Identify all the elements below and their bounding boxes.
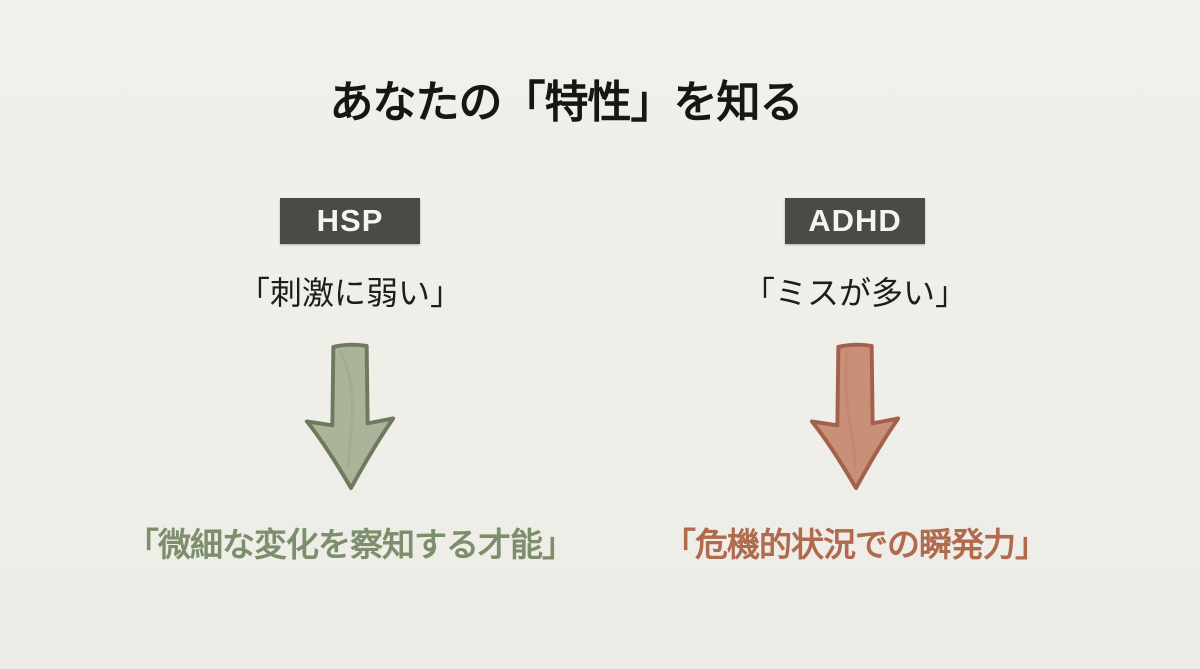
adhd-trait-label: 「ミスが多い」 <box>742 275 967 311</box>
column-hsp: HSP 「刺激に弱い」 「微細な変化を察知する才能」 <box>100 0 600 669</box>
adhd-down-arrow-icon <box>806 341 904 493</box>
adhd-strength-label: 「危機的状況での瞬発力」 <box>663 526 1048 563</box>
page-title: あなたの「特性」を知る <box>329 78 804 127</box>
hsp-strength-label: 「微細な変化を察知する才能」 <box>126 526 575 563</box>
hsp-trait-label: 「刺激に弱い」 <box>237 275 462 311</box>
watercolor-texture <box>844 352 857 469</box>
column-adhd: ADHD 「ミスが多い」 「危機的状況での瞬発力」 <box>605 0 1105 669</box>
down-arrow-shape <box>304 342 396 491</box>
adhd-badge: ADHD <box>785 198 925 244</box>
hsp-down-arrow-icon <box>301 341 399 493</box>
down-arrow-shape <box>809 342 901 491</box>
watercolor-texture <box>338 350 354 467</box>
hsp-badge: HSP <box>280 198 420 244</box>
